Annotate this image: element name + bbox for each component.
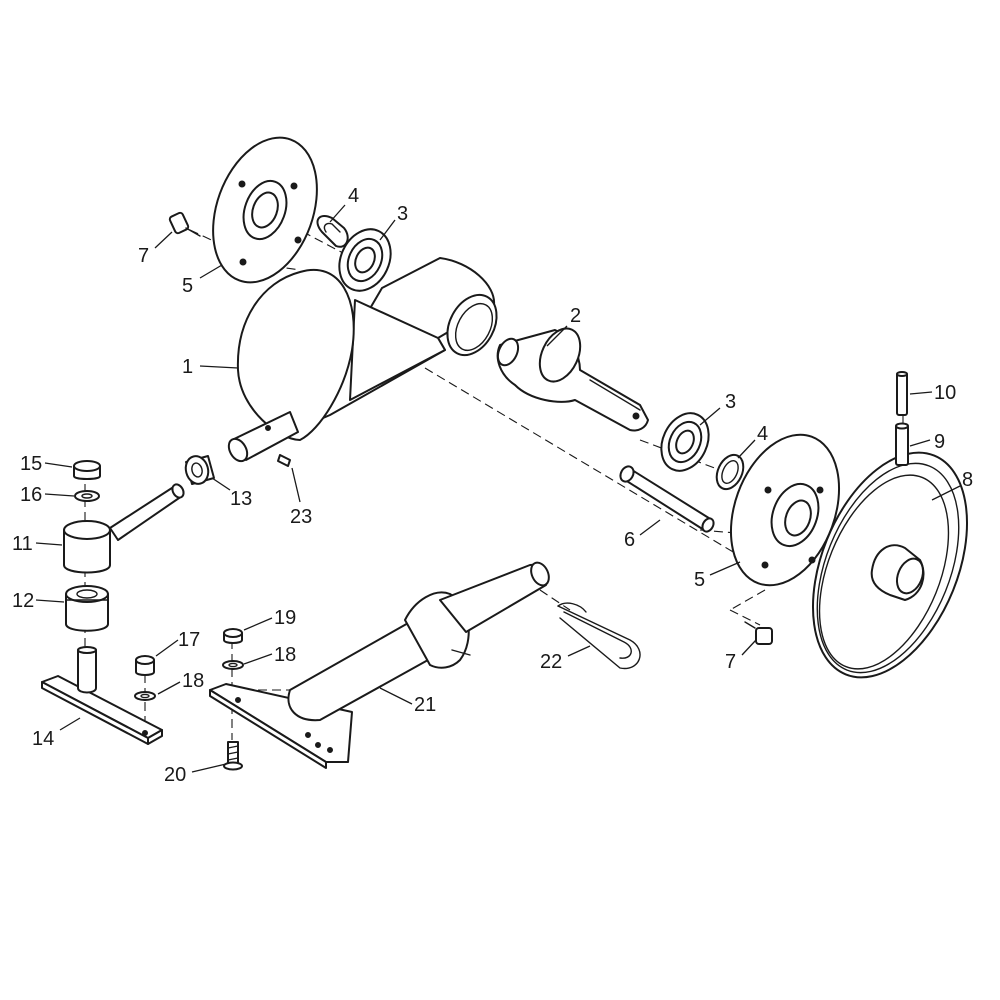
bushing: [184, 455, 215, 485]
callout-3-upper: 3: [397, 203, 408, 225]
callout-20: 20: [164, 764, 186, 786]
bolt-bottom: [223, 741, 243, 771]
circlip-upper: [316, 214, 349, 248]
bolt-upper: [168, 211, 201, 237]
spacer-pin: [619, 465, 715, 533]
nut: [73, 460, 101, 480]
callout-22: 22: [540, 651, 562, 673]
roller-arm: [63, 483, 185, 574]
callout-21: 21: [414, 694, 436, 716]
callout-23: 23: [290, 506, 312, 528]
callout-2: 2: [570, 305, 581, 327]
callout-9: 9: [934, 431, 945, 453]
callout-19: 19: [274, 607, 296, 629]
callout-5-upper: 5: [182, 275, 193, 297]
callout-7-lower: 7: [725, 651, 736, 673]
callout-4-upper: 4: [348, 185, 359, 207]
callout-11: 11: [12, 533, 33, 555]
circlip-lower: [715, 453, 745, 491]
callout-5-lower: 5: [694, 569, 705, 591]
callout-4-lower: 4: [757, 423, 768, 445]
callout-1: 1: [182, 356, 193, 378]
washer-right: [222, 660, 244, 670]
callout-6: 6: [624, 529, 635, 551]
bearing-lower: [660, 412, 710, 472]
washer-left: [134, 691, 156, 701]
callout-7-upper: 7: [138, 245, 149, 267]
callout-15: 15: [20, 453, 42, 475]
mounting-bracket: [209, 561, 550, 769]
callout-3-lower: 3: [725, 391, 736, 413]
bearing-upper: [338, 228, 392, 292]
callout-14: 14: [32, 728, 54, 750]
callout-16: 16: [20, 484, 42, 506]
screw: [135, 655, 155, 676]
callout-labels: 1 2 3 3 4 4 5 5 6 7 7 8 9 10 11 12 13 14…: [12, 185, 973, 786]
v-belt-pulley: [811, 451, 969, 679]
key: [895, 422, 909, 466]
drive-shaft: [496, 327, 649, 432]
callout-10: 10: [934, 382, 956, 404]
main-housing: [227, 257, 498, 463]
flange-upper: [212, 136, 318, 284]
grease-nipple: [277, 454, 291, 467]
nut-right: [223, 628, 243, 644]
callout-8: 8: [962, 469, 973, 491]
flange-lower: [729, 433, 841, 587]
bolt-lower: [744, 621, 773, 645]
leader-lines: [35, 204, 961, 773]
roll-pin: [896, 371, 908, 416]
washer-upper-left: [74, 490, 100, 502]
callout-18-right: 18: [274, 644, 296, 666]
callout-18-left: 18: [182, 670, 204, 692]
callout-17: 17: [178, 629, 200, 651]
callout-12: 12: [12, 590, 34, 612]
base-plate: [41, 646, 163, 745]
roller: [65, 585, 109, 632]
callout-13: 13: [230, 488, 252, 510]
linch-pin: [557, 602, 641, 670]
